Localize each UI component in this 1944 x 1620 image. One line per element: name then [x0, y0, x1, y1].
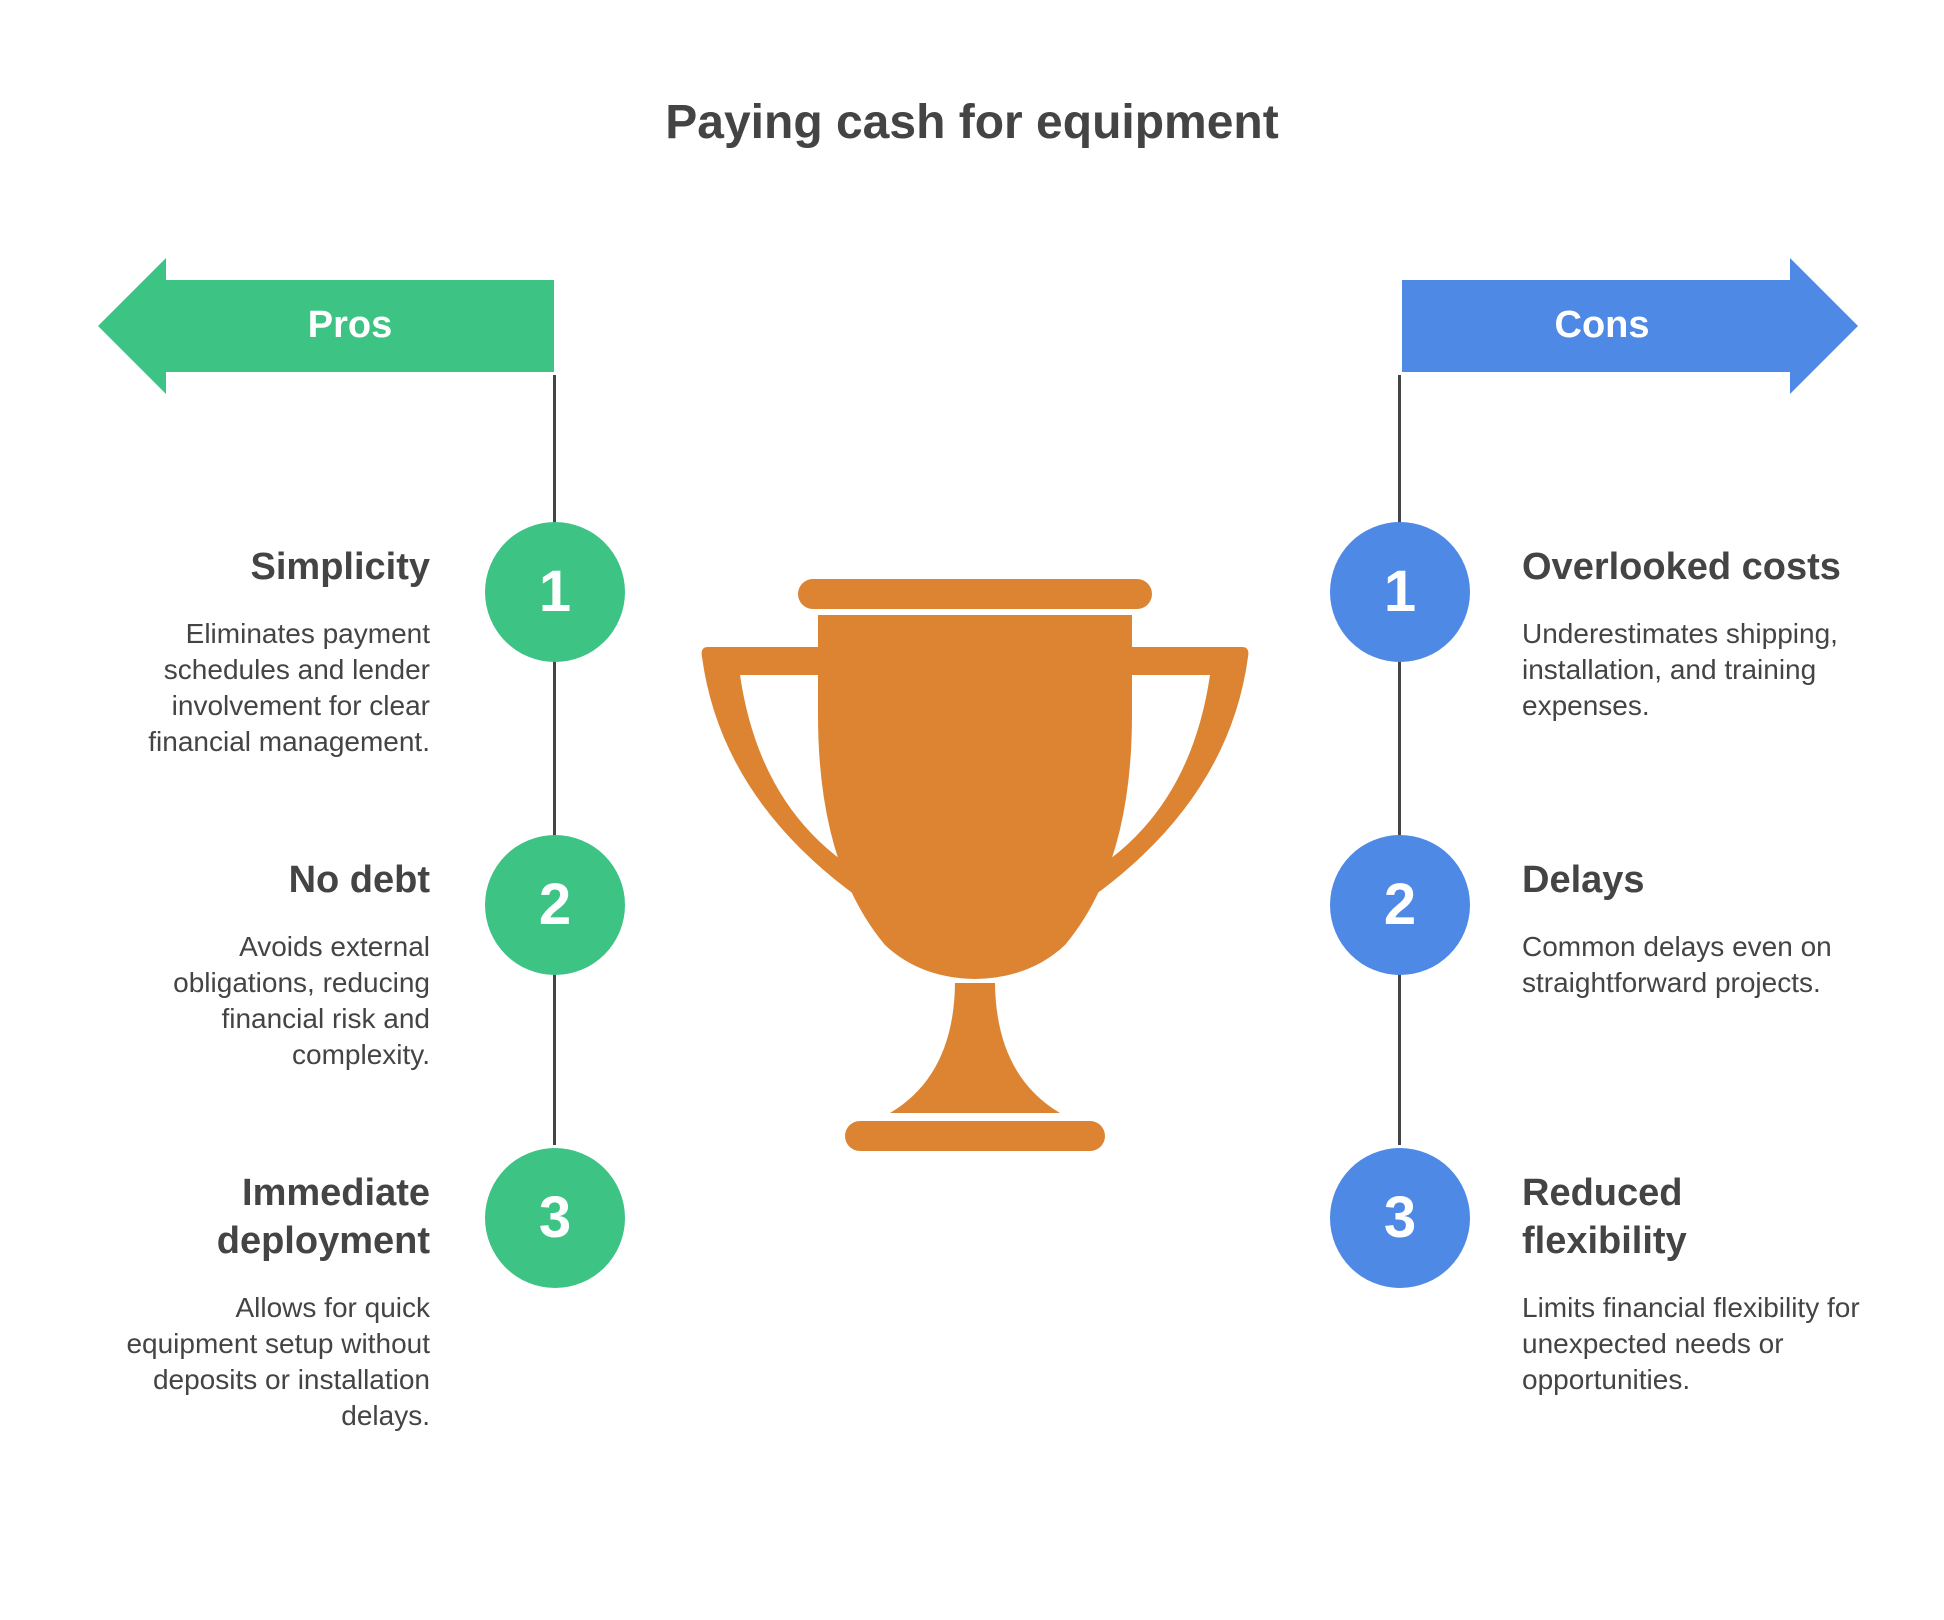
cons-number-1: 1	[1330, 522, 1470, 662]
pros-item-title-1: Simplicity	[250, 546, 431, 588]
cons-number-3: 3	[1330, 1148, 1470, 1288]
pros-item-desc-2: Avoids external obligations, reducing fi…	[173, 931, 430, 1070]
pros-number-1: 1	[485, 522, 625, 662]
page-title: Paying cash for equipment	[665, 96, 1279, 149]
pros-item-title-2: No debt	[288, 859, 430, 901]
cons-number-2: 2	[1330, 835, 1470, 975]
pros-arrow	[98, 258, 554, 394]
pros-number-2: 2	[485, 835, 625, 975]
cons-item-title-3: Reduced flexibility	[1522, 1172, 1687, 1262]
cons-item-desc-1: Underestimates shipping, installation, a…	[1522, 618, 1838, 721]
pros-item-title-3: Immediate deployment	[216, 1172, 430, 1262]
pros-item-desc-3: Allows for quick equipment setup without…	[126, 1292, 430, 1431]
cons-timeline	[1398, 375, 1401, 1145]
pros-timeline	[553, 375, 556, 1145]
pros-label: Pros	[307, 304, 393, 346]
pros-item-desc-1: Eliminates payment schedules and lender …	[148, 618, 430, 757]
cons-item-desc-2: Common delays even on straightforward pr…	[1522, 931, 1832, 998]
cons-item-desc-3: Limits financial flexibility for unexpec…	[1522, 1292, 1860, 1395]
cons-label: Cons	[1554, 304, 1650, 346]
cons-item-title-1: Overlooked costs	[1522, 546, 1841, 588]
cons-item-title-2: Delays	[1522, 859, 1645, 901]
trophy-icon	[701, 579, 1249, 1151]
cons-arrow	[1402, 258, 1858, 394]
pros-number-3: 3	[485, 1148, 625, 1288]
